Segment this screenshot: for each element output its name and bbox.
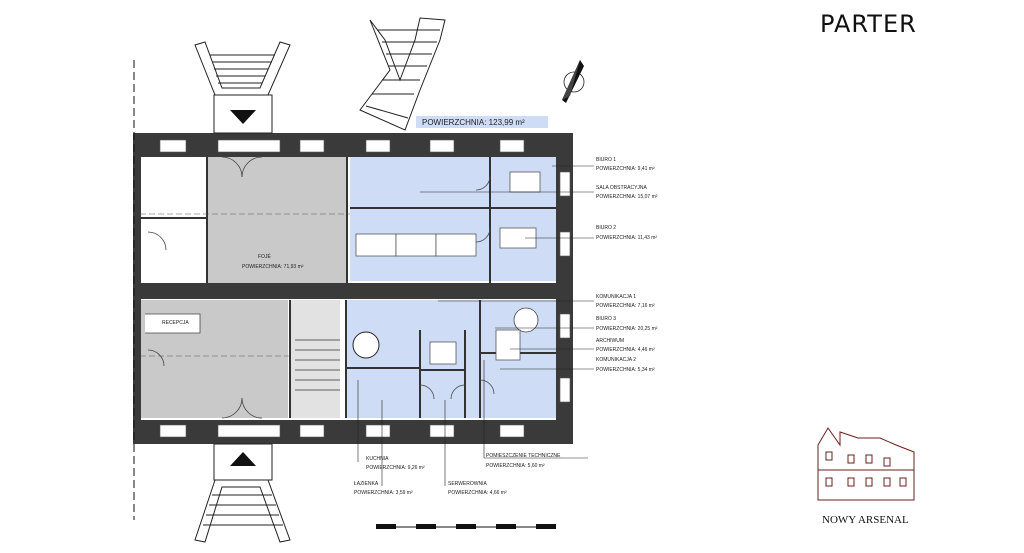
room-area-kuchnia: POWIERZCHNIA: 9,26 m² xyxy=(366,465,425,471)
room-name-lazienka: ŁAZIENKA xyxy=(354,481,379,487)
scale-bar-icon xyxy=(376,524,556,529)
room-name-biuro1: BIURO 1 xyxy=(596,157,616,163)
room-name-kuchnia: KUCHNIA xyxy=(366,456,389,462)
room-name-komunikacja1: KOMUNIKACJA 1 xyxy=(596,294,636,300)
north-arrow-icon xyxy=(562,60,585,103)
doors xyxy=(147,156,495,419)
room-name-archiwum: ARCHIWUM xyxy=(596,338,624,344)
brand-label: NOWY ARSENAL xyxy=(822,514,909,526)
room-name-biuro2: BIURO 2 xyxy=(596,225,616,231)
interior-walls xyxy=(140,157,556,418)
building-logo-icon xyxy=(817,427,915,501)
arrow-up-icon xyxy=(230,452,256,466)
total-area-label: POWIERZCHNIA: 123,99 m² xyxy=(422,118,525,127)
room-area-biuro2: POWIERZCHNIA: 11,43 m² xyxy=(596,235,657,241)
windows-top xyxy=(159,139,525,153)
wc-circle xyxy=(352,331,380,359)
room-area-archiwum: POWIERZCHNIA: 4,46 m² xyxy=(596,347,655,353)
room-name-reception: RECEPCJA xyxy=(162,320,189,326)
walls xyxy=(133,133,573,444)
entrance-stairs-top xyxy=(194,41,291,134)
internal-stair xyxy=(295,339,340,391)
foyer-zone xyxy=(207,157,347,283)
room-area-biuro1: POWIERZCHNIA: 9,41 m² xyxy=(596,166,655,172)
room-name-komunikacja2: KOMUNIKACJA 2 xyxy=(596,357,636,363)
round-table xyxy=(513,307,539,333)
windows-right xyxy=(559,171,571,403)
stair-zone-gray xyxy=(290,300,340,418)
room-area-lazienka: POWIERZCHNIA: 3,59 m² xyxy=(354,490,413,496)
arrow-down-icon xyxy=(230,110,256,124)
room-name-biuro3: BIURO 3 xyxy=(596,316,616,322)
room-area-sala: POWIERZCHNIA: 15,07 m² xyxy=(596,194,658,200)
room-area-techniczne: POWIERZCHNIA: 5,60 m² xyxy=(486,463,545,469)
office-desks xyxy=(355,171,541,365)
room-area-komunikacja2: POWIERZCHNIA: 5,34 m² xyxy=(596,367,655,373)
windows-bottom xyxy=(159,424,525,438)
room-name-foyer: FOJÉ xyxy=(258,253,271,260)
room-area-komunikacja1: POWIERZCHNIA: 7,16 m² xyxy=(596,303,655,309)
room-area-serwerownia: POWIERZCHNIA: 4,66 m² xyxy=(448,490,507,496)
page-title: PARTER xyxy=(820,10,917,38)
curved-stairs xyxy=(359,17,446,131)
room-name-techniczne: POMIESZCZENIE TECHNICZNE xyxy=(486,453,561,459)
total-area-label-bg xyxy=(416,116,548,128)
room-area-foyer: POWIERZCHNIA: 71,93 m² xyxy=(242,264,304,270)
room-name-sala: SALA OBSTRACYJNA xyxy=(596,185,648,191)
leader-lines xyxy=(357,165,594,486)
room-name-serwerownia: SERWEROWNIA xyxy=(448,481,487,487)
reception-desk xyxy=(145,313,201,334)
room-area-biuro3: POWIERZCHNIA: 20,25 m² xyxy=(596,326,658,332)
